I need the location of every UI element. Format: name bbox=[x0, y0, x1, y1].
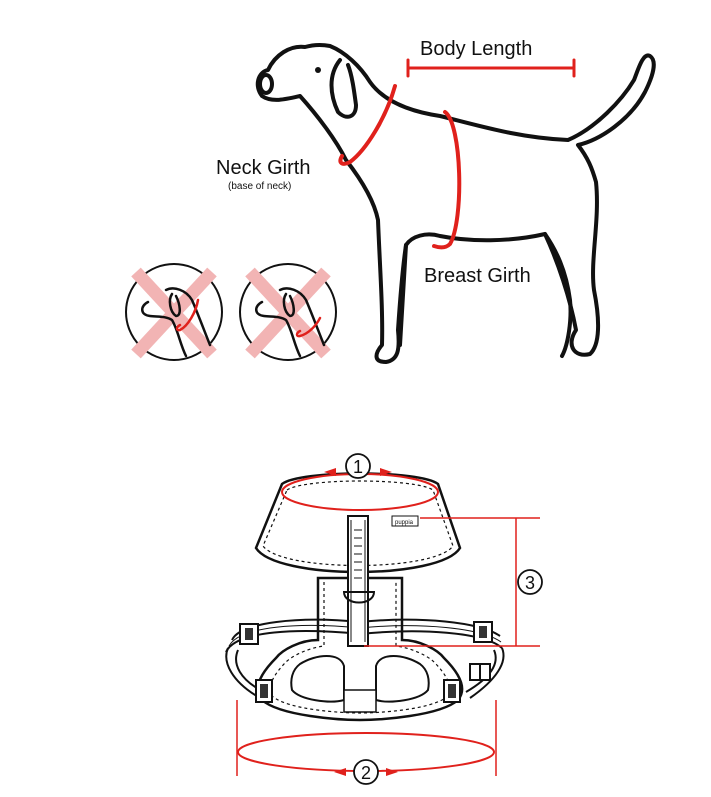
dog-nose bbox=[258, 73, 274, 95]
marker-1: 1 bbox=[345, 453, 371, 479]
breast-girth-label: Breast Girth bbox=[424, 265, 531, 287]
neck-girth-line bbox=[338, 84, 397, 166]
svg-text:puppia: puppia bbox=[395, 520, 414, 526]
body-length-label: Body Length bbox=[420, 38, 532, 60]
svg-text:1: 1 bbox=[353, 457, 363, 477]
svg-text:2: 2 bbox=[361, 763, 371, 783]
breast-girth-line bbox=[432, 110, 462, 250]
harness-diagram: puppia bbox=[225, 453, 543, 785]
neck-girth-label: Neck Girth bbox=[216, 157, 310, 179]
harness-center-strap bbox=[347, 515, 369, 647]
dog-hind-leg-inner bbox=[543, 232, 573, 358]
marker-2: 2 bbox=[353, 759, 379, 785]
body-length-line bbox=[406, 58, 576, 78]
harness-tag bbox=[391, 515, 419, 527]
marker-3: 3 bbox=[517, 569, 543, 595]
neck-girth-note: (base of neck) bbox=[228, 181, 291, 192]
measure-3-bracket bbox=[364, 517, 540, 647]
dog-front-leg-inner bbox=[398, 243, 408, 347]
wrong-example-2 bbox=[239, 263, 337, 361]
wrong-example-1 bbox=[125, 263, 223, 361]
dog-outline bbox=[255, 42, 656, 364]
dog-diagram: Body Length Neck Girth (base of neck) Br… bbox=[216, 38, 656, 364]
dog-eye bbox=[315, 67, 321, 73]
dog-ear bbox=[329, 58, 358, 119]
svg-text:3: 3 bbox=[525, 573, 535, 593]
